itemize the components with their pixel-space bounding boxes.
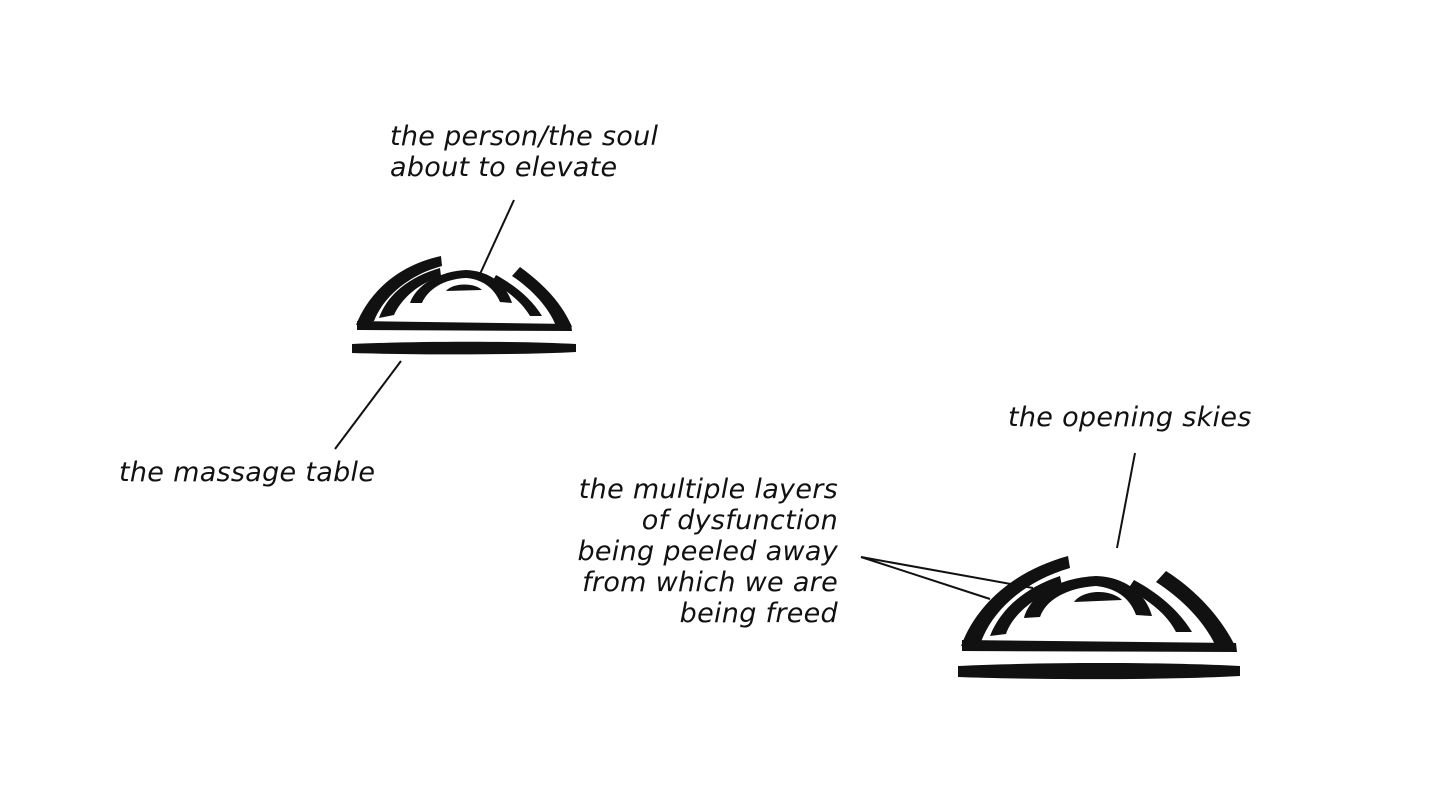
middle-arc-right-small xyxy=(492,275,542,316)
middle-arc-large xyxy=(990,576,1062,636)
leader-line-layers-2 xyxy=(860,556,991,600)
label-person-soul: the person/the soul about to elevate xyxy=(390,121,658,183)
leader-line-person xyxy=(479,199,515,275)
soul-dome-small xyxy=(446,284,482,291)
label-layers-line-2: of dysfunction xyxy=(641,505,838,536)
massage-table-small xyxy=(352,341,576,355)
label-person-line-2: about to elevate xyxy=(390,152,618,183)
inner-arc-large xyxy=(1024,576,1152,618)
dome-symbol-small xyxy=(352,256,576,355)
label-person-line-1: the person/the soul xyxy=(390,121,659,152)
dome-base-large xyxy=(962,640,1237,652)
soul-dome-large xyxy=(1074,591,1122,602)
inner-arc-small xyxy=(410,270,512,303)
middle-arc-small xyxy=(379,268,441,318)
label-table-text: the massage table xyxy=(119,457,376,488)
label-layers-line-3: being peeled away xyxy=(577,536,838,567)
label-opening-skies: the opening skies xyxy=(1008,402,1252,433)
middle-arc-right-large xyxy=(1128,580,1192,632)
label-massage-table: the massage table xyxy=(119,457,375,488)
dome-symbol-large xyxy=(958,556,1240,680)
label-layers-line-5: being freed xyxy=(679,598,838,629)
outer-arc-right-small xyxy=(512,267,572,327)
label-layers-line-4: from which we are xyxy=(582,567,838,598)
label-skies-text: the opening skies xyxy=(1008,402,1252,433)
leader-line-table xyxy=(334,360,402,450)
outer-arc-large xyxy=(961,556,1070,646)
label-layers-line-1: the multiple layers xyxy=(578,474,838,505)
leader-line-skies xyxy=(1116,452,1136,549)
massage-table-large xyxy=(958,663,1240,680)
label-multiple-layers: the multiple layers of dysfunction being… xyxy=(518,474,838,629)
dome-base-small xyxy=(357,321,572,331)
leader-line-layers-1 xyxy=(860,556,1034,589)
outer-arc-small xyxy=(356,256,442,325)
outer-arc-right-large xyxy=(1156,571,1236,648)
